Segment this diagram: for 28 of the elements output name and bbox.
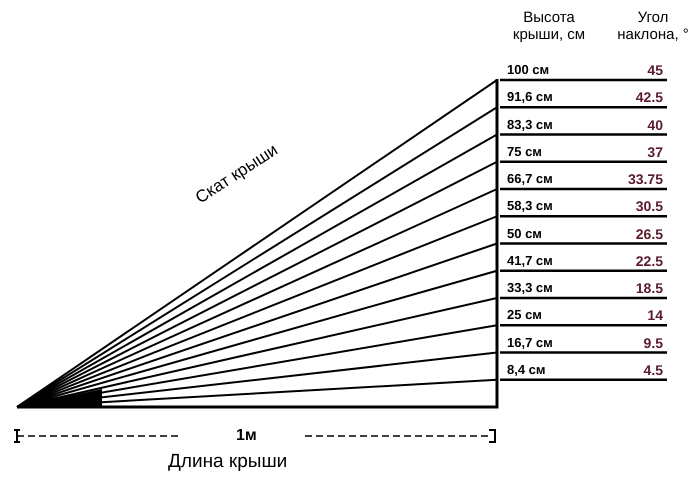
angle-value: 45: [647, 63, 663, 78]
axis-label: Длина крыши: [168, 452, 288, 473]
height-value: 58,3 см: [507, 199, 553, 214]
angle-value: 4.5: [644, 362, 663, 378]
height-value: 100 см: [507, 63, 550, 78]
angle-value: 33.75: [628, 172, 663, 188]
height-value: 16,7 см: [507, 336, 553, 350]
column-header: Угол наклона, °: [616, 10, 690, 43]
height-value: 75 см: [507, 144, 542, 160]
column-header: Высота крыши, см: [512, 10, 586, 43]
height-value: 41,7 см: [507, 254, 553, 268]
dimension-value: 1м: [236, 427, 257, 445]
angle-value: 14: [647, 308, 663, 324]
height-value: 83,3 см: [507, 118, 553, 132]
angle-value: 37: [647, 144, 663, 160]
height-value: 91,6 см: [507, 90, 553, 105]
height-value: 66,7 см: [507, 172, 553, 186]
height-value: 25 см: [507, 308, 542, 323]
height-value: 8,4 см: [507, 362, 546, 378]
height-value: 50 см: [507, 226, 542, 241]
angle-value: 30.5: [636, 199, 663, 215]
angle-value: 42.5: [636, 90, 663, 106]
angle-value: 22.5: [636, 254, 663, 270]
angle-value: 26.5: [636, 226, 663, 242]
angle-value: 9.5: [644, 336, 663, 351]
height-value: 33,3 см: [507, 281, 553, 296]
angle-value: 18.5: [636, 281, 663, 296]
angle-value: 40: [647, 118, 663, 133]
